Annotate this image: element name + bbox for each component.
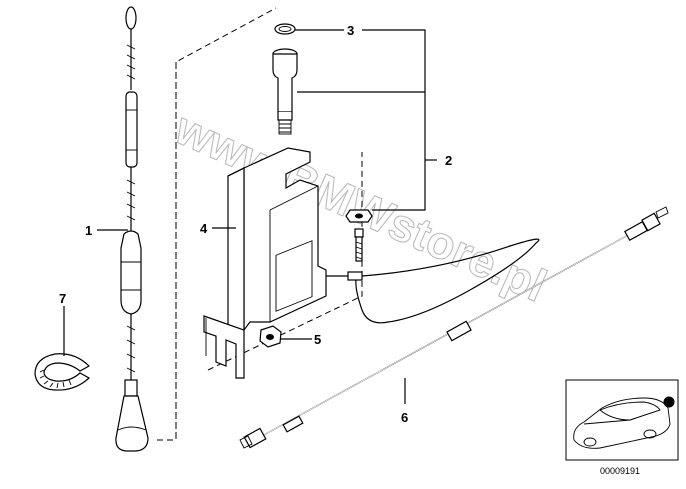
antenna-bracket bbox=[203, 147, 327, 379]
callout-7: 7 bbox=[59, 291, 66, 306]
callout-2: 2 bbox=[445, 153, 452, 168]
callout-4: 4 bbox=[200, 221, 208, 236]
car-icon bbox=[573, 396, 675, 449]
antenna-location-marker bbox=[663, 396, 675, 408]
assembly-frame bbox=[157, 7, 363, 441]
antenna-base bbox=[272, 48, 298, 135]
clip-ring bbox=[34, 353, 91, 391]
inset-frame bbox=[565, 379, 679, 461]
leader-lines bbox=[63, 29, 437, 404]
car-location-inset bbox=[565, 379, 679, 461]
o-ring bbox=[274, 23, 296, 35]
connection-lead bbox=[326, 238, 540, 324]
rod-antenna bbox=[115, 6, 149, 452]
callout-5: 5 bbox=[314, 332, 321, 347]
callout-1: 1 bbox=[85, 223, 92, 238]
mounting-nut bbox=[345, 209, 373, 223]
mounting-screw bbox=[354, 228, 364, 262]
callout-6: 6 bbox=[401, 410, 408, 425]
antenna-cable bbox=[239, 206, 669, 449]
reference-code: 00009191 bbox=[600, 466, 640, 476]
hex-nut bbox=[259, 325, 282, 348]
callout-3: 3 bbox=[347, 23, 354, 38]
